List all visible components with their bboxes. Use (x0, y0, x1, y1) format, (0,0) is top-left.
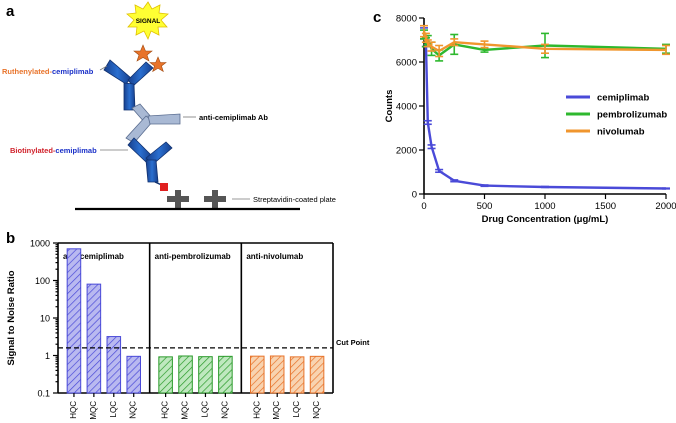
bar (126, 355, 141, 394)
bar (66, 248, 82, 394)
bar (86, 283, 102, 394)
group-title: anti-cemiplimab (63, 252, 124, 261)
x-tick-label: HQC (161, 401, 170, 419)
signal-text: SIGNAL (136, 18, 161, 25)
bar (178, 355, 193, 394)
y-axis-title: Signal to Noise Ratio (6, 270, 17, 365)
x-tick-label: HQC (252, 401, 261, 419)
y-tick-label: 1 (45, 351, 50, 361)
streptavidin-icon (167, 190, 189, 208)
x-tick-label: 1000 (534, 201, 555, 212)
legend-label: cemiplimab (597, 93, 649, 104)
y-tick-label: 0 (412, 190, 417, 201)
biotin-tag (160, 183, 168, 191)
ruthenylated-label: Ruthenylated-cemiplimab (2, 67, 94, 76)
star-icon (149, 56, 167, 73)
x-tick-label: 500 (477, 201, 493, 212)
panel-a-label: a (6, 3, 15, 20)
y-tick-label: 1000 (30, 239, 50, 249)
x-axis-title: Drug Concentration (μg/mL) (482, 214, 609, 225)
y-tick-label: 100 (35, 276, 50, 286)
plate-label: Streptavidin-coated plate (253, 195, 336, 204)
panel-a: a SIGNAL (2, 1, 336, 211)
legend-label: pembrolizumab (597, 110, 667, 121)
x-tick-label: LQC (292, 401, 301, 418)
x-tick-label: LQC (109, 401, 118, 418)
bar (198, 356, 213, 394)
signal-burst-shape (126, 1, 169, 40)
y-tick-label: 6000 (396, 58, 417, 69)
bar (218, 355, 233, 394)
x-tick-label: MQC (181, 401, 190, 420)
x-tick-label: NQC (129, 401, 138, 419)
y-tick-label: 4000 (396, 102, 417, 113)
biotinylated-antibody (127, 137, 173, 183)
x-tick-label: 2000 (655, 201, 676, 212)
y-tick-label: 10 (40, 314, 50, 324)
y-tick-label: 2000 (396, 146, 417, 157)
panel-b-label: b (6, 230, 15, 247)
bar (269, 355, 285, 394)
x-tick-label: HQC (69, 401, 78, 419)
anti-cemiplimab-ab-label: anti-cemiplimab Ab (199, 113, 268, 122)
legend-label: nivolumab (597, 127, 645, 138)
anti-cemiplimab-antibody (125, 103, 181, 144)
signal-burst: SIGNAL (126, 1, 169, 40)
group-title: anti-nivolumab (246, 252, 303, 261)
group-title: anti-pembrolizumab (155, 252, 231, 261)
cut-point-label: Cut Point (336, 338, 370, 347)
x-tick-label: NQC (220, 401, 229, 419)
panel-c-label: c (373, 9, 381, 26)
bar (289, 356, 305, 394)
leader-line (99, 65, 108, 71)
ruthenylated-antibody (103, 59, 154, 111)
y-axis-title: Counts (384, 90, 395, 123)
bar (250, 355, 265, 394)
bar (106, 336, 122, 394)
y-tick-label: 0.1 (37, 389, 50, 399)
x-tick-label: 0 (421, 201, 426, 212)
x-tick-label: 1500 (595, 201, 616, 212)
bar (158, 356, 173, 394)
y-tick-label: 8000 (396, 14, 417, 25)
x-tick-label: MQC (89, 401, 98, 420)
x-tick-label: NQC (312, 401, 321, 419)
star-icon (133, 44, 153, 62)
panel-c: c 0 2000 4000 6000 8000 0 500 1000 1500 2000Drug … (373, 9, 676, 225)
bar (309, 355, 325, 394)
x-tick-label: MQC (272, 401, 281, 420)
biotinylated-label: Biotinylated-cemiplimab (10, 146, 97, 155)
x-tick-label: LQC (200, 401, 209, 418)
streptavidin-icon (204, 190, 226, 208)
